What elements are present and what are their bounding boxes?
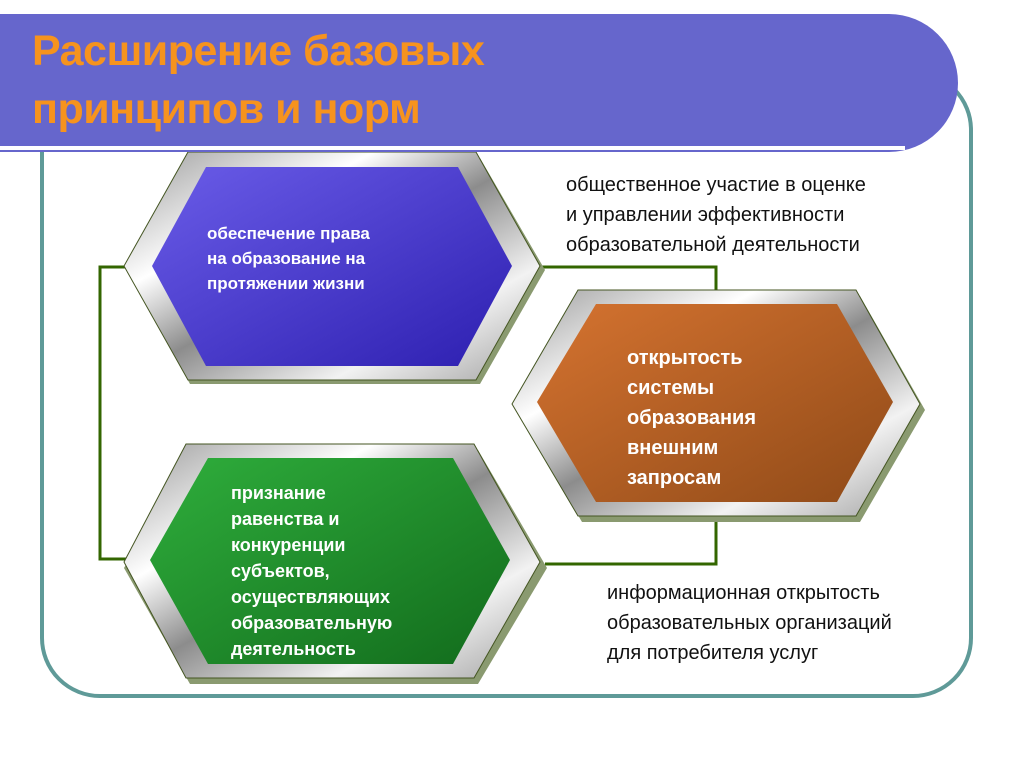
hexagon-orange-text: открытость системы образования внешним з… <box>627 343 756 493</box>
hex-line: образовательную <box>231 613 393 633</box>
note-line: общественное участие в оценке <box>566 174 866 196</box>
hex-line: протяжении жизни <box>207 274 365 293</box>
hex-line: субъектов, <box>231 561 330 581</box>
note-line: образовательной деятельности <box>566 234 860 256</box>
hex-line: равенства и <box>231 509 340 529</box>
note-line: для потребителя услуг <box>607 642 819 664</box>
side-note-top: общественное участие в оценке и управлен… <box>566 170 866 260</box>
hex-line: осуществляющих <box>231 587 390 607</box>
hex-line: внешним <box>627 437 719 459</box>
side-note-bottom: информационная открытость образовательны… <box>607 578 892 668</box>
hexagon-blue-text: обеспечение права на образование на прот… <box>207 221 370 296</box>
title-underline <box>0 146 905 150</box>
note-line: и управлении эффективности <box>566 204 845 226</box>
note-line: образовательных организаций <box>607 612 892 634</box>
title-line-1: Расширение базовых <box>32 27 485 75</box>
hex-line: признание <box>231 483 326 503</box>
hex-line: системы <box>627 377 715 399</box>
note-line: информационная открытость <box>607 582 880 604</box>
hex-line: запросам <box>627 467 722 489</box>
hex-line: образования <box>627 407 757 429</box>
title-line-2: принципов и норм <box>32 85 421 133</box>
hexagon-green-text: признание равенства и конкуренции субъек… <box>231 480 392 662</box>
hex-line: обеспечение права <box>207 224 370 243</box>
hexagon-orange-shape <box>511 289 925 522</box>
slide-title: Расширение базовых принципов и норм <box>32 22 485 138</box>
hex-line: на образование на <box>207 249 366 268</box>
hexagon-blue-shape <box>123 151 545 384</box>
title-banner <box>0 14 958 152</box>
hex-line: конкуренции <box>231 535 346 555</box>
hexagon-green-shape <box>123 443 547 684</box>
hex-line: деятельность <box>231 639 356 659</box>
connector-lines <box>98 265 718 566</box>
hex-line: открытость <box>627 347 743 369</box>
